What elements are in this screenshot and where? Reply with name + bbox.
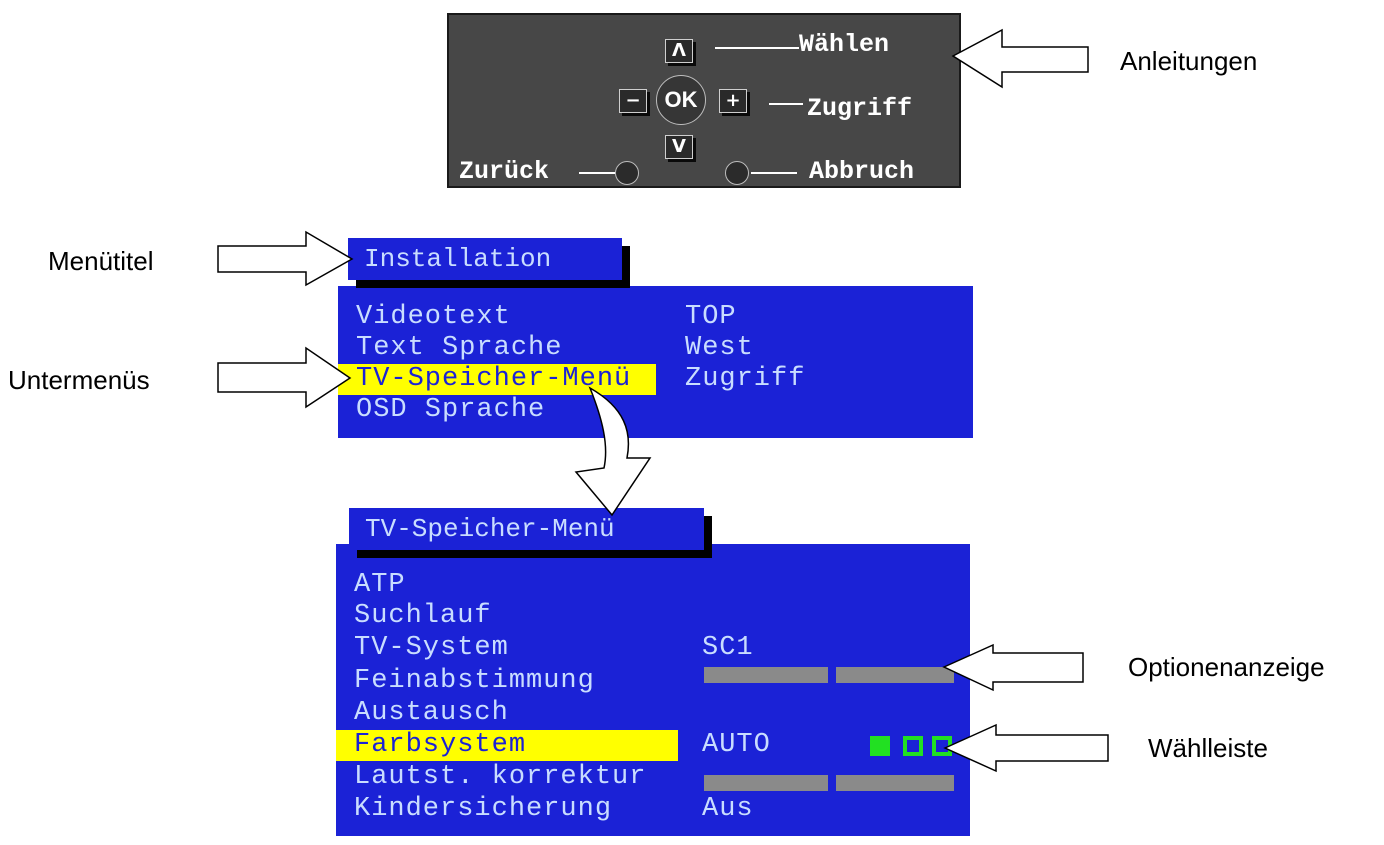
menu-item-tv-speicher-menu[interactable]: TV-Speicher-Menü: [338, 364, 656, 395]
cancel-leader-line: [751, 172, 797, 174]
option-bar-left-2: [704, 775, 828, 791]
main-menu-title: Installation: [348, 238, 622, 280]
selection-indicator-empty-1: [903, 736, 923, 756]
submenu-item-atp[interactable]: ATP: [354, 570, 406, 600]
sub-menu-title: TV-Speicher-Menü: [349, 508, 704, 550]
cancel-label: Abbruch: [809, 157, 915, 186]
submenu-item-farbsystem[interactable]: Farbsystem: [336, 730, 678, 761]
option-bar-right-2: [836, 775, 954, 791]
menu-item-videotext[interactable]: Videotext: [356, 302, 511, 332]
arrow-submenus-icon: [217, 346, 352, 409]
main-menu-panel: [338, 286, 973, 438]
menu-value-text-sprache: West: [685, 333, 754, 363]
arrow-selection-bar-icon: [943, 723, 1109, 773]
back-leader-line: [579, 172, 615, 174]
callout-submenus: Untermenüs: [8, 365, 150, 395]
submenu-value-farbsystem: AUTO: [702, 730, 771, 760]
menu-item-osd-sprache[interactable]: OSD Sprache: [356, 395, 546, 425]
submenu-item-suchlauf[interactable]: Suchlauf: [354, 601, 492, 631]
callout-menu-title: Menütitel: [48, 246, 154, 276]
submenu-item-tv-system[interactable]: TV-System: [354, 633, 509, 663]
menu-item-text-sprache[interactable]: Text Sprache: [356, 333, 563, 363]
arrow-option-display-icon: [942, 643, 1084, 692]
back-button-icon: [615, 161, 639, 185]
submenu-item-austausch[interactable]: Austausch: [354, 698, 509, 728]
ok-key: OK: [656, 75, 706, 125]
remote-guide-panel: Λ Wählen − OK + Zugriff V Zurück Abbruch: [447, 13, 961, 188]
cancel-button-icon: [725, 161, 749, 185]
option-bar-left: [704, 667, 828, 683]
access-label: Zugriff: [807, 94, 913, 123]
down-key: V: [665, 135, 693, 159]
menu-value-tv-speicher-menu: Zugriff: [685, 364, 806, 394]
submenu-item-kindersicherung[interactable]: Kindersicherung: [354, 794, 613, 824]
callout-instructions: Anleitungen: [1120, 46, 1258, 76]
submenu-value-tv-system: SC1: [702, 633, 754, 663]
arrow-submenu-flow-icon: [574, 386, 652, 517]
plus-key: +: [719, 89, 747, 113]
submenu-item-feinabstimmung[interactable]: Feinabstimmung: [354, 666, 595, 696]
select-label: Wählen: [799, 30, 890, 59]
submenu-item-lautst-korrektur[interactable]: Lautst. korrektur: [354, 762, 647, 792]
menu-value-videotext: TOP: [685, 302, 737, 332]
back-label: Zurück: [459, 157, 550, 186]
selection-indicator-filled: [870, 736, 890, 756]
arrow-menu-title-icon: [217, 230, 354, 287]
select-leader-line: [715, 47, 799, 49]
up-key: Λ: [665, 39, 693, 63]
callout-option-display: Optionenanzeige: [1128, 652, 1325, 682]
arrow-instructions-icon: [951, 28, 1089, 89]
submenu-value-kindersicherung: Aus: [702, 794, 754, 824]
option-bar-right: [836, 667, 954, 683]
callout-selection-bar: Wählleiste: [1148, 733, 1268, 763]
access-leader-line: [769, 103, 803, 105]
minus-key: −: [619, 89, 647, 113]
